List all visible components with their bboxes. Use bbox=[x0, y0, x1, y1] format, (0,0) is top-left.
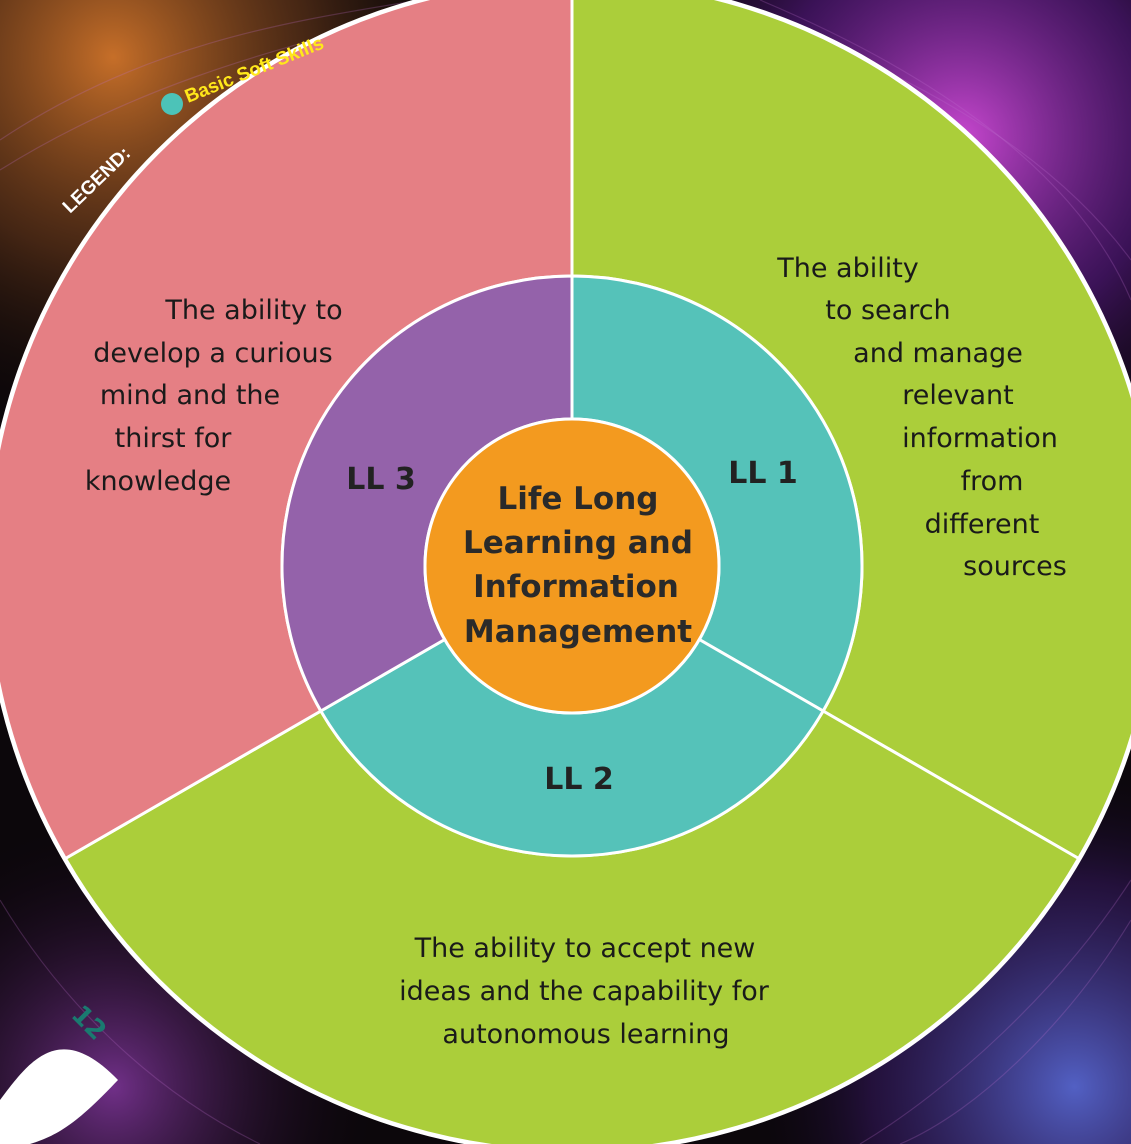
inner-ring bbox=[280, 274, 864, 858]
outer-text-ll3: The ability to develop a curious mind an… bbox=[85, 295, 343, 497]
inner-label-ll1: LL 1 bbox=[728, 456, 798, 491]
outer-text-line: thirst for bbox=[115, 423, 233, 454]
outer-text-line: ideas and the capability for bbox=[399, 976, 770, 1007]
inner-label-ll3: LL 3 bbox=[346, 462, 416, 497]
outer-text-line: The ability to bbox=[164, 295, 342, 326]
outer-text-line: relevant bbox=[902, 380, 1013, 411]
outer-text-line: and manage bbox=[853, 338, 1023, 369]
outer-text-ll1: The ability to search and manage relevan… bbox=[776, 253, 1067, 582]
outer-text-line: The ability bbox=[776, 253, 919, 284]
outer-text-line: to search bbox=[825, 295, 950, 326]
center-title-line: Management bbox=[464, 614, 692, 650]
outer-text-line: information bbox=[902, 423, 1058, 454]
outer-text-ll2: The ability to accept new ideas and the … bbox=[399, 933, 770, 1050]
center-title-line: Information bbox=[473, 569, 679, 605]
outer-text-line: sources bbox=[963, 551, 1067, 582]
outer-text-line: develop a curious bbox=[93, 338, 332, 369]
page-number-tab bbox=[0, 1049, 118, 1144]
outer-text-line: different bbox=[925, 509, 1040, 540]
center-title: Life Long Learning and Information Manag… bbox=[463, 481, 693, 650]
center-circle bbox=[423, 417, 721, 715]
outer-text-line: knowledge bbox=[85, 466, 231, 497]
legend-dot bbox=[161, 93, 183, 115]
outer-text-line: from bbox=[961, 466, 1024, 497]
outer-text-line: mind and the bbox=[100, 380, 280, 411]
center-title-line: Learning and bbox=[463, 525, 693, 561]
inner-label-ll2: LL 2 bbox=[544, 762, 614, 797]
center-title-line: Life Long bbox=[498, 481, 659, 517]
outer-text-line: autonomous learning bbox=[442, 1019, 729, 1050]
outer-text-line: The ability to accept new bbox=[414, 933, 756, 964]
